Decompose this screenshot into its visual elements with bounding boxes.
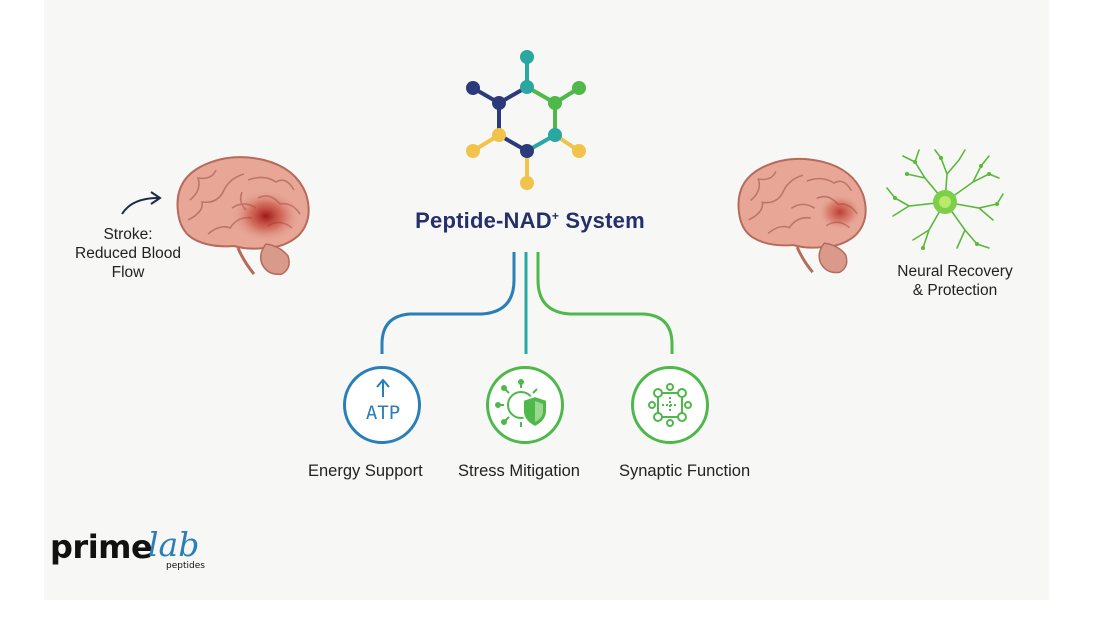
stroke-label-line3: Flow [111, 264, 145, 281]
recovery-label: Neural Recovery & Protection [875, 262, 1035, 300]
stroke-label-line2: Reduced Blood [75, 245, 181, 262]
stroke-label: Stroke: Reduced Blood Flow [58, 225, 198, 282]
center-title-sup: + [551, 209, 560, 223]
logo-prime: prime [50, 528, 153, 566]
atp-icon: ATP [346, 369, 418, 441]
feature-label-stress: Stress Mitigation [458, 462, 580, 480]
center-title-suffix: System [559, 208, 645, 233]
recovery-brain-image [737, 157, 867, 274]
logo-lab: lab [148, 525, 200, 564]
feature-label-energy: Energy Support [308, 462, 423, 480]
recovery-label-line2: & Protection [912, 282, 998, 299]
connector-energy [380, 252, 516, 354]
center-title-main: Peptide-NAD [415, 208, 552, 233]
feature-circle-synaptic [631, 366, 709, 444]
arrow-icon [121, 191, 162, 215]
feature-label-synaptic: Synaptic Function [619, 462, 751, 480]
connector-lines [380, 252, 674, 354]
stroke-brain-image [176, 156, 310, 276]
logo-sub: peptides [166, 561, 205, 571]
center-title: Peptide-NAD+ System [390, 208, 670, 234]
molecule-icon [466, 50, 586, 190]
stroke-label-line1: Stroke: [103, 226, 153, 243]
feature-circle-energy: ATP [343, 366, 421, 444]
neuron-icon [886, 149, 1004, 250]
recovery-label-line1: Neural Recovery [897, 263, 1013, 280]
primelab-logo: prime lab peptides [50, 525, 220, 578]
atp-icon-text: ATP [365, 402, 401, 424]
shield-virus-icon [495, 379, 548, 429]
feature-circle-stress [486, 366, 564, 444]
connector-synaptic [536, 252, 674, 354]
network-nodes-icon [648, 383, 692, 427]
